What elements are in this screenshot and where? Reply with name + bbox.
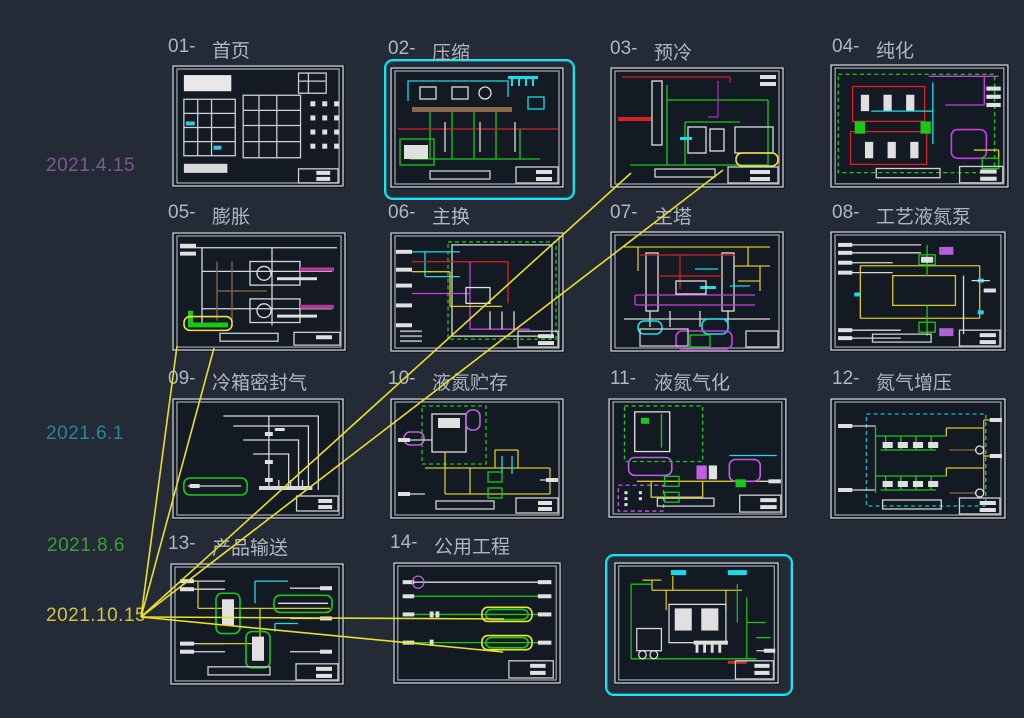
- drawing-sketch: [830, 231, 1006, 351]
- drawing-title: 10- 液氮贮存: [388, 368, 508, 395]
- drawing-thumbnail-11[interactable]: [608, 398, 788, 519]
- drawing-number: 01-: [168, 36, 196, 57]
- drawing-thumbnail-05[interactable]: [172, 232, 347, 352]
- drawing-name: 液氮贮存: [432, 373, 509, 394]
- drawing-thumbnail-07[interactable]: [610, 231, 785, 353]
- drawing-number: 06-: [388, 202, 416, 223]
- drawing-thumbnail-09[interactable]: [172, 398, 345, 520]
- drawing-title: 04- 纯化: [832, 36, 914, 63]
- drawing-number: 10-: [388, 368, 416, 389]
- drawing-number: 12-: [832, 368, 860, 389]
- drawing-sketch: [830, 64, 1009, 188]
- drawing-title: 08- 工艺液氮泵: [832, 202, 971, 229]
- drawing-sketch: [390, 398, 564, 519]
- drawing-thumbnail-08[interactable]: [830, 231, 1007, 352]
- drawing-thumbnail-02[interactable]: [390, 67, 565, 189]
- drawing-number: 04-: [832, 36, 860, 57]
- drawing-title: 01- 首页: [168, 36, 250, 63]
- drawing-sketch: [172, 398, 344, 519]
- drawing-thumbnail-rev[interactable]: [614, 562, 780, 685]
- drawing-number: 02-: [388, 38, 416, 59]
- drawing-title: 09- 冷箱密封气: [168, 368, 307, 395]
- drawing-title: 12- 氮气增压: [832, 368, 952, 395]
- drawing-thumbnail-10[interactable]: [390, 398, 565, 520]
- drawing-number: 13-: [168, 533, 196, 554]
- drawing-title: 07- 主塔: [610, 202, 692, 229]
- drawing-thumbnail-04[interactable]: [830, 64, 1010, 189]
- drawing-thumbnail-13[interactable]: [170, 563, 345, 686]
- drawing-name: 压缩: [432, 43, 471, 64]
- drawing-name: 冷箱密封气: [212, 373, 308, 394]
- drawing-thumbnail-06[interactable]: [390, 232, 565, 353]
- drawing-title: 05- 膨胀: [168, 202, 250, 229]
- drawing-number: 14-: [390, 532, 418, 553]
- drawing-title: 14- 公用工程: [390, 532, 510, 559]
- date-label: 2021.4.15: [46, 155, 136, 176]
- drawing-sketch: [390, 232, 564, 352]
- drawing-name: 公用工程: [434, 537, 511, 558]
- drawing-name: 氮气增压: [876, 373, 953, 394]
- date-label: 2021.8.6: [47, 535, 125, 556]
- drawing-sketch: [170, 563, 344, 685]
- drawing-number: 03-: [610, 38, 638, 59]
- drawing-title: 02- 压缩: [388, 38, 470, 65]
- drawing-sketch: [610, 67, 784, 188]
- drawing-sketch: [830, 398, 1006, 519]
- drawing-number: 11-: [610, 368, 637, 389]
- drawing-name: 液氮气化: [654, 373, 731, 394]
- drawing-title: 03- 预冷: [610, 38, 692, 65]
- drawing-number: 07-: [610, 202, 638, 223]
- drawing-name: 纯化: [876, 41, 915, 62]
- drawing-thumbnail-01[interactable]: [172, 65, 345, 188]
- drawing-title: 06- 主换: [388, 202, 470, 229]
- date-label: 2021.10.15: [46, 605, 147, 626]
- drawing-thumbnail-03[interactable]: [610, 67, 785, 189]
- drawing-name: 首页: [212, 41, 251, 62]
- drawing-thumbnail-14[interactable]: [393, 562, 562, 685]
- drawing-sketch: [390, 67, 564, 188]
- drawing-name: 主塔: [654, 207, 693, 228]
- drawing-sketch: [614, 562, 779, 684]
- drawing-name: 产品输送: [212, 538, 289, 559]
- drawing-name: 主换: [432, 207, 471, 228]
- drawing-sketch: [610, 231, 784, 352]
- date-label: 2021.6.1: [46, 423, 124, 444]
- drawing-name: 预冷: [654, 43, 693, 64]
- drawing-number: 05-: [168, 202, 196, 223]
- drawing-number: 09-: [168, 368, 196, 389]
- drawing-sketch: [393, 562, 561, 684]
- drawing-sketch: [172, 232, 346, 351]
- drawing-sketch: [608, 398, 787, 518]
- drawing-title: 11- 液氮气化: [610, 368, 730, 395]
- drawing-number: 08-: [832, 202, 860, 223]
- drawing-title: 13- 产品输送: [168, 533, 288, 560]
- drawing-name: 工艺液氮泵: [876, 207, 972, 228]
- drawing-sketch: [172, 65, 344, 187]
- drawing-thumbnail-12[interactable]: [830, 398, 1007, 520]
- drawing-name: 膨胀: [212, 207, 251, 228]
